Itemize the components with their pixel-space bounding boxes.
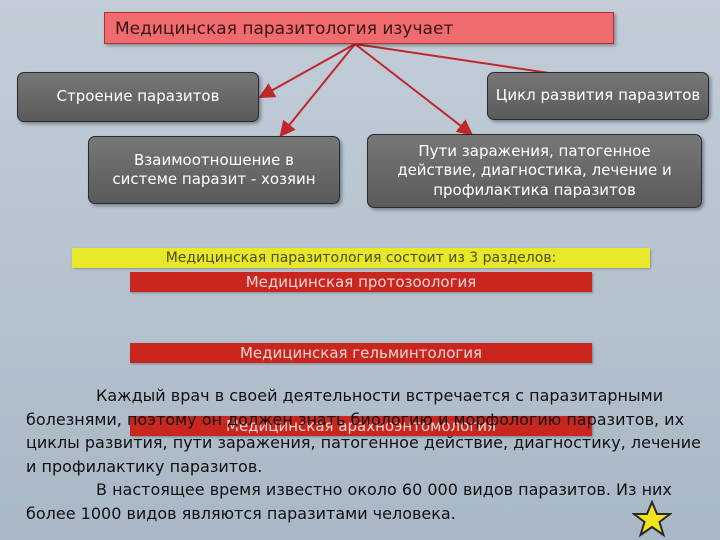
topic-host-relations: Взаимоотношение в системе паразит - хозя…	[88, 136, 340, 204]
section-arachnoentomology: Медицинская арахноэнтомология	[130, 416, 592, 436]
topic-life-cycle: Цикл развития паразитов	[487, 72, 709, 120]
topic-label: Цикл развития паразитов	[495, 86, 701, 105]
arrow-to-infection	[354, 43, 474, 136]
topic-label: Строение паразитов	[56, 87, 220, 106]
star-icon[interactable]	[632, 500, 672, 538]
section-helminthology: Медицинская гельминтология	[130, 343, 592, 363]
title-box: Медицинская паразитология изучает	[104, 12, 614, 44]
paragraph-2: В настоящее время известно около 60 000 …	[26, 480, 672, 523]
topic-label: Взаимоотношение в системе паразит - хозя…	[112, 150, 316, 189]
topic-structure: Строение паразитов	[17, 72, 259, 122]
arrow-to-structure	[258, 43, 356, 98]
topic-infection-treatment: Пути заражения, патогенное действие, диа…	[367, 134, 702, 208]
topic-label: Пути заражения, патогенное действие, диа…	[397, 141, 672, 199]
sections-header: Медицинская паразитология состоит из 3 р…	[72, 248, 650, 268]
paragraph-1: Каждый врач в своей деятельности встреча…	[26, 386, 701, 476]
arrow-to-relations	[279, 43, 356, 138]
section-protozoology: Медицинская протозоология	[130, 272, 592, 292]
body-text: Каждый врач в своей деятельности встреча…	[26, 384, 716, 525]
